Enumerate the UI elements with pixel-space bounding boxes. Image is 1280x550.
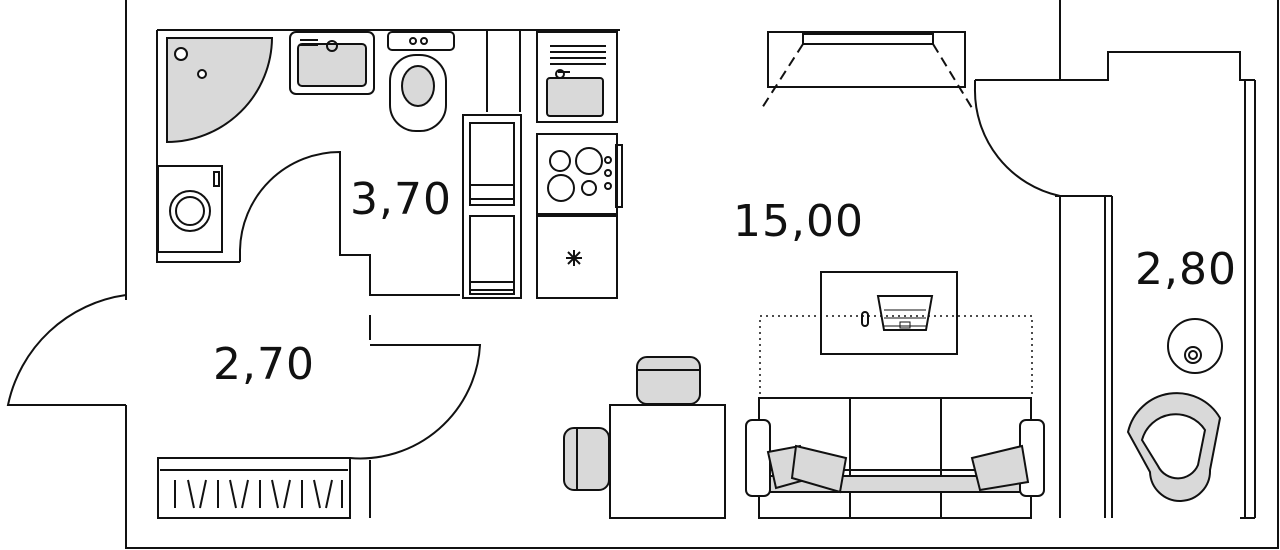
entrance-door	[6, 294, 127, 430]
wardrobe	[157, 457, 351, 519]
washing-machine	[157, 165, 223, 253]
balcony-area-label: 2,80	[1135, 244, 1237, 295]
shower-cabin	[166, 37, 274, 144]
bathroom-door	[349, 344, 482, 460]
rug-outline	[759, 315, 1033, 399]
hallway-door	[239, 150, 341, 262]
hallway-area-label: 2,70	[213, 339, 315, 390]
sofa	[745, 397, 1045, 519]
balcony-side-table	[1167, 318, 1223, 374]
balcony-armchair	[1126, 392, 1222, 502]
refrigerator	[462, 114, 522, 299]
washbasin	[289, 31, 375, 95]
interior-walls	[156, 30, 1256, 519]
kitchen-sink	[536, 31, 618, 123]
dining-table	[563, 356, 726, 519]
living-room-area-label: 15,00	[733, 196, 864, 247]
kitchen-counter	[536, 215, 618, 299]
cooktop	[536, 133, 623, 215]
balcony-door	[973, 80, 1061, 197]
bathroom-area-label: 3,70	[350, 174, 452, 225]
toilet	[387, 31, 455, 132]
air-conditioner	[761, 31, 973, 109]
desk	[820, 271, 958, 355]
